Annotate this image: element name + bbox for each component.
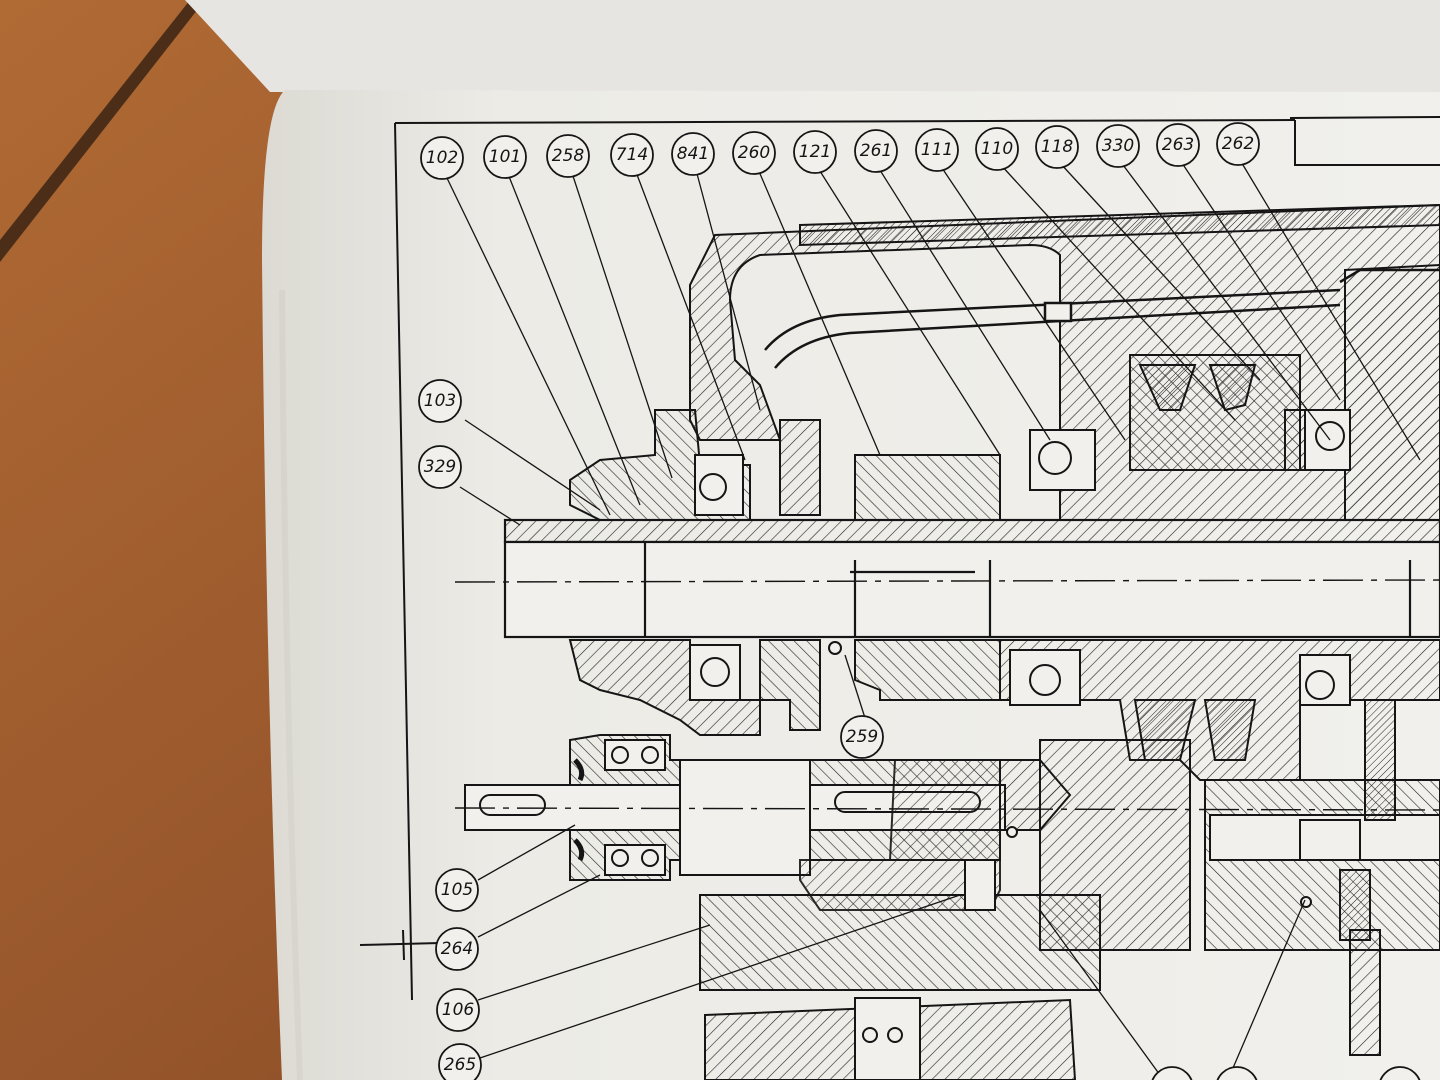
callout-111: 111 [915, 128, 959, 172]
callout-110: 110 [975, 127, 1019, 171]
svg-text:261: 261 [860, 141, 892, 161]
svg-text:714: 714 [616, 145, 648, 165]
callout-714: 714 [610, 133, 654, 177]
svg-text:329: 329 [424, 457, 456, 477]
svg-text:102: 102 [426, 148, 458, 168]
lower-housing [568, 639, 1440, 781]
callout-260: 260 [732, 131, 776, 175]
leader-lines [445, 159, 1421, 1076]
svg-text:263: 263 [1162, 135, 1194, 155]
bottom-assembly [359, 929, 1077, 1080]
svg-text:258: 258 [552, 146, 585, 166]
bearings-upper [694, 364, 1351, 516]
callout-330: 330 [1096, 124, 1140, 168]
svg-text:121: 121 [799, 142, 831, 162]
callout-261: 261 [854, 129, 898, 173]
callout-105: 105 [435, 868, 479, 912]
drawing-border [394, 116, 1440, 1001]
svg-text:259: 259 [846, 727, 878, 747]
callout-265: 265 [438, 1043, 482, 1080]
svg-text:110: 110 [981, 139, 1013, 159]
svg-text:103: 103 [424, 391, 456, 411]
svg-text:111: 111 [921, 140, 953, 160]
callout-841: 841 [671, 132, 715, 176]
back-page [185, 0, 1440, 95]
svg-text:330: 330 [1102, 136, 1134, 156]
callout-121: 121 [793, 130, 837, 174]
svg-text:841: 841 [677, 144, 709, 164]
callout-259: 259 [840, 715, 884, 759]
svg-text:265: 265 [444, 1055, 476, 1075]
lower-shaft [454, 699, 1440, 1056]
callout-balloons: 102 101 258 714 841 260 121 261 [418, 122, 1421, 1080]
svg-text:260: 260 [738, 143, 770, 163]
main-shaft [454, 518, 1440, 639]
callout-102: 102 [420, 136, 464, 180]
svg-text:101: 101 [489, 147, 521, 167]
svg-text:105: 105 [441, 880, 473, 900]
callout-258: 258 [546, 134, 590, 178]
callout-103: 103 [418, 379, 462, 423]
svg-text:262: 262 [1222, 134, 1254, 154]
callout-101: 101 [483, 135, 527, 179]
callout-264: 264 [435, 927, 479, 971]
callout-262: 262 [1216, 122, 1260, 166]
svg-text:264: 264 [441, 939, 473, 959]
svg-text:106: 106 [442, 1000, 475, 1020]
callout-263: 263 [1156, 123, 1200, 167]
callout-118: 118 [1035, 125, 1079, 169]
callout-329: 329 [418, 445, 462, 489]
svg-text:118: 118 [1041, 137, 1074, 157]
callout-106: 106 [436, 988, 480, 1032]
lubrication-pipe [764, 268, 1440, 369]
